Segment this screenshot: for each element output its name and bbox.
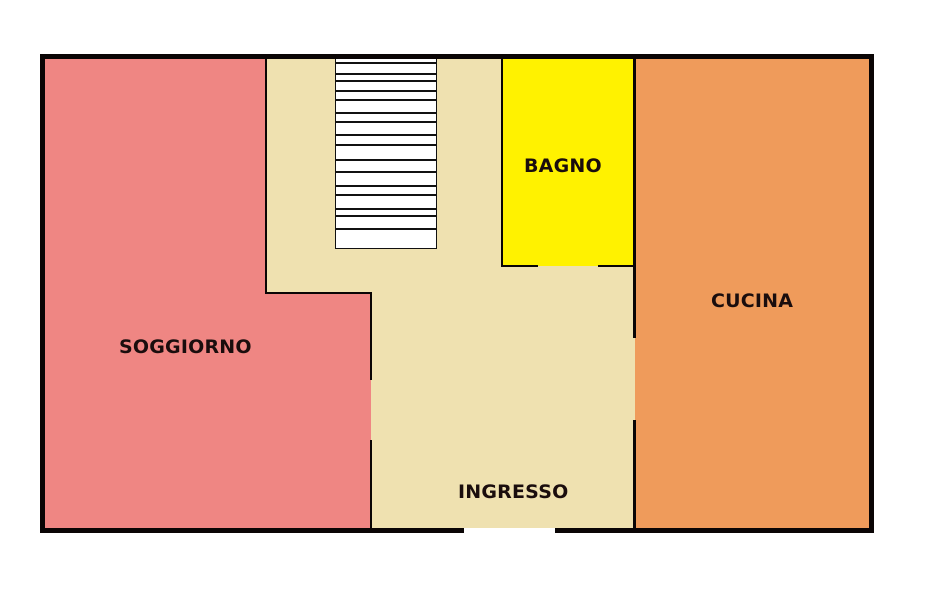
staircase	[335, 58, 437, 249]
wall-cucina-left-b	[633, 420, 636, 530]
stair-step	[336, 121, 436, 123]
stair-step	[336, 99, 436, 101]
wall-cucina-left-a	[633, 58, 636, 338]
label-soggiorno: SOGGIORNO	[119, 336, 252, 358]
outer-wall-bottom-right	[555, 528, 874, 533]
room-soggiorno-lower	[44, 292, 371, 528]
room-soggiorno-upper	[44, 58, 266, 294]
stair-step	[336, 144, 436, 146]
stair-step	[336, 112, 436, 114]
stair-step	[336, 194, 436, 196]
wall-soggiorno-ingresso-b	[370, 440, 372, 528]
stair-step	[336, 228, 436, 230]
room-ingresso-lower	[371, 292, 635, 528]
stair-step	[336, 134, 436, 136]
wall-bagno-bottom-a	[501, 265, 538, 267]
wall-bagno-left	[501, 58, 503, 267]
outer-wall-top	[40, 54, 874, 59]
outer-wall-bottom-left	[40, 528, 464, 533]
label-bagno: BAGNO	[524, 155, 602, 177]
stair-step	[336, 73, 436, 75]
room-cucina	[635, 58, 869, 528]
stair-step	[336, 208, 436, 210]
outer-wall-right	[869, 54, 874, 533]
stair-step	[336, 171, 436, 173]
room-bagno	[502, 58, 635, 266]
wall-soggiorno-hall-upper	[265, 58, 267, 293]
stair-step	[336, 185, 436, 187]
outer-wall-left	[40, 54, 45, 533]
wall-soggiorno-hall-step	[265, 292, 372, 294]
stair-step	[336, 159, 436, 161]
stair-step	[336, 62, 436, 64]
wall-bagno-bottom-b	[598, 265, 635, 267]
entrance-door-gap	[464, 528, 555, 533]
wall-soggiorno-ingresso-a	[370, 292, 372, 380]
stair-step	[336, 80, 436, 82]
stair-step	[336, 90, 436, 92]
stair-step	[336, 215, 436, 217]
label-cucina: CUCINA	[711, 290, 794, 312]
label-ingresso: INGRESSO	[458, 481, 569, 503]
